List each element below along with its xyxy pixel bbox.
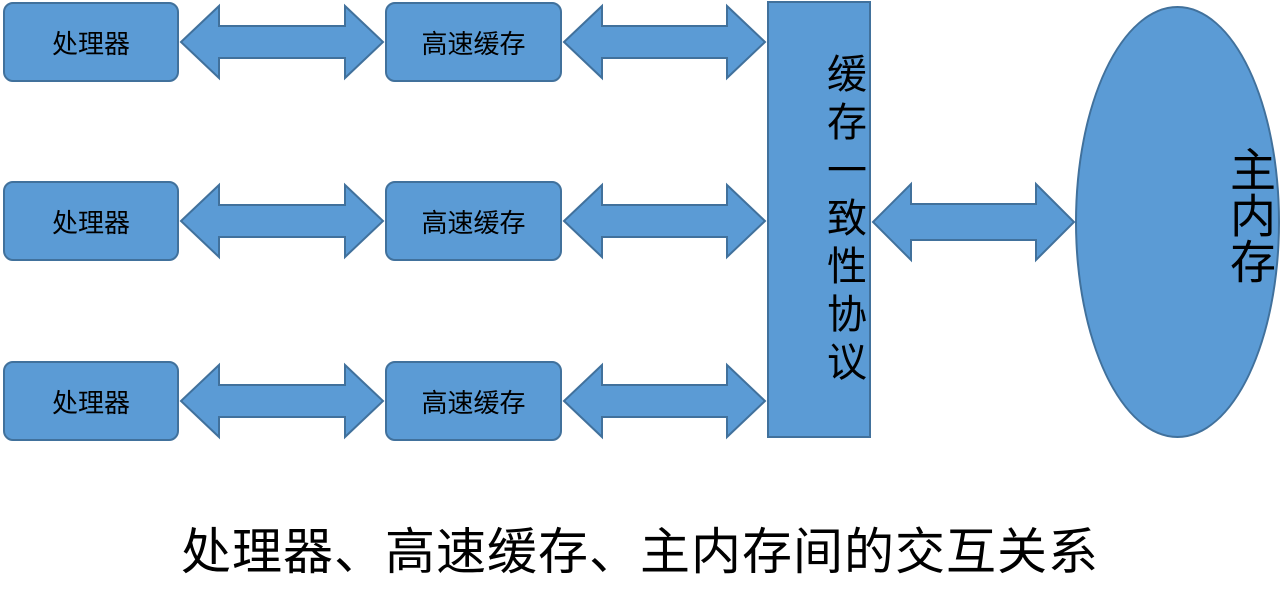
cache-label: 高速缓存 [421,29,526,60]
double-arrow-cache-protocol-1 [562,3,767,81]
double-arrow-protocol-memory [871,181,1076,263]
double-arrow-cache-protocol-3 [562,362,767,440]
protocol-label: 缓存一致性协议 [820,53,866,389]
double-arrow-cache-protocol-2 [562,182,767,260]
processor-box-1: 处理器 [3,2,179,82]
double-arrow-processor-cache-2 [179,182,385,260]
main-memory-ellipse: 主内存 [1075,6,1280,438]
double-arrow-processor-cache-3 [179,362,385,440]
processor-box-2: 处理器 [3,181,179,261]
processor-label: 处理器 [51,208,130,239]
processor-label: 处理器 [51,388,130,419]
processor-box-3: 处理器 [3,361,179,441]
cache-box-1: 高速缓存 [385,2,562,82]
processor-label: 处理器 [51,29,130,60]
cache-label: 高速缓存 [421,208,526,239]
memory-label: 主内存 [1223,146,1277,284]
cache-box-2: 高速缓存 [385,181,562,261]
cache-box-3: 高速缓存 [385,361,562,441]
cache-coherence-protocol-box: 缓存一致性协议 [767,1,871,438]
double-arrow-processor-cache-1 [179,3,385,81]
cache-label: 高速缓存 [421,388,526,419]
diagram-caption: 处理器、高速缓存、主内存间的交互关系 [181,523,1099,581]
